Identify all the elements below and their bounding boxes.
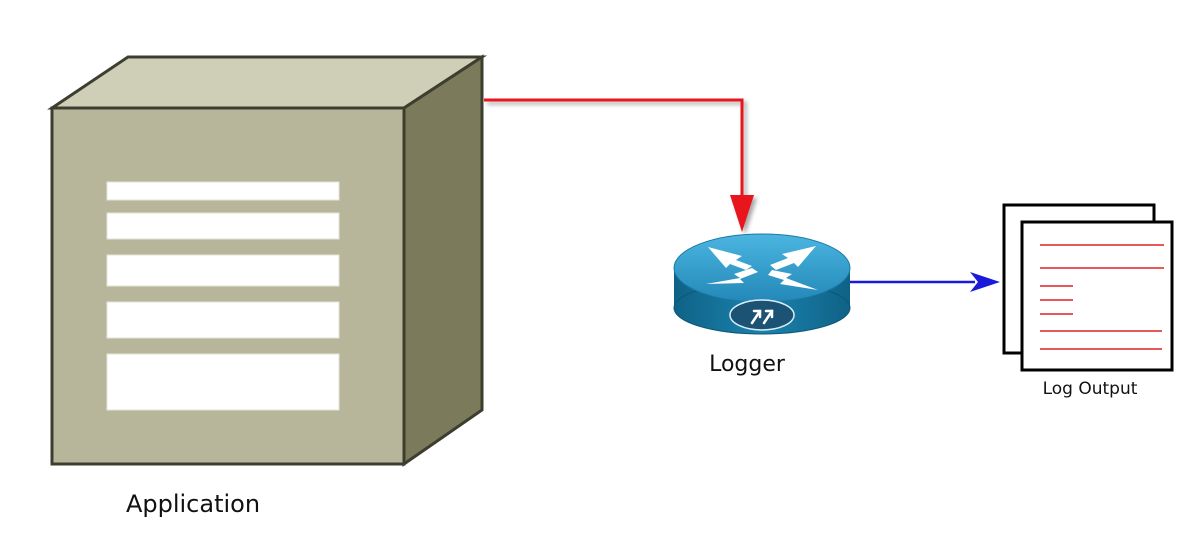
- application-node: Application: [47, 54, 488, 518]
- edge-logger-to-log-output: [850, 272, 1000, 292]
- application-label: Application: [126, 490, 260, 518]
- edge-application-to-logger: [484, 98, 754, 232]
- box-side-face: [402, 54, 484, 467]
- logger-label: Logger: [709, 352, 786, 377]
- connector-line-red: [484, 98, 744, 195]
- document-stack-icon: [1002, 203, 1174, 372]
- log-output-node: Log Output: [1002, 203, 1174, 399]
- document-lines: [1040, 244, 1164, 350]
- router-badge-arrows: [750, 309, 774, 325]
- document-front-page: [1020, 220, 1174, 372]
- panel-slot: [106, 254, 340, 287]
- server-box-icon: [47, 54, 488, 467]
- router-top: [673, 233, 851, 303]
- arrowhead-red: [730, 195, 754, 232]
- router-arrows: [706, 246, 818, 290]
- arrowhead-blue: [970, 272, 1000, 292]
- panel-slot: [106, 301, 340, 339]
- panel-slot: [106, 353, 340, 411]
- router-badge: [729, 299, 795, 331]
- router-icon: [673, 233, 851, 335]
- panel-slot: [106, 212, 340, 240]
- logger-node: Logger: [673, 233, 851, 377]
- panel-slot: [106, 181, 340, 201]
- log-output-label: Log Output: [1043, 379, 1138, 399]
